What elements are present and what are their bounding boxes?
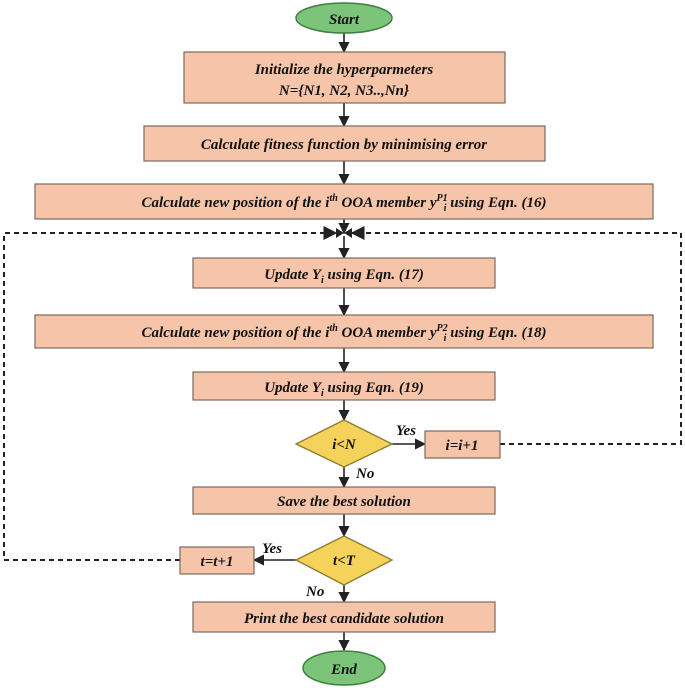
end-terminal: [302, 650, 386, 686]
pos2-label: Calculate new position of the ith OOA me…: [142, 323, 547, 344]
dashed-loop-t: [3, 226, 338, 561]
fitness-box: [143, 125, 546, 162]
decision-t-label: t<T: [333, 553, 356, 569]
update17-box: [192, 257, 496, 289]
decision-i-diamond: [294, 419, 394, 468]
save-label: Save the best solution: [277, 494, 411, 510]
init-box: [183, 51, 506, 104]
loop-junction: [336, 228, 352, 238]
end-label: End: [330, 662, 357, 678]
decision-t-yes-label: Yes: [262, 541, 282, 557]
init-line1: Initialize the hyperparmeters: [254, 62, 434, 78]
decision-i-no-label: No: [355, 466, 374, 482]
inc-i-box: [424, 430, 501, 459]
decision-i-yes-label: Yes: [396, 423, 416, 439]
print-box: [192, 601, 496, 633]
pos1-label: Calculate new position of the ith OOA me…: [142, 193, 547, 214]
decision-i-label: i<N: [332, 437, 357, 453]
inc-t-box: [179, 546, 255, 575]
print-label: Print the best candidate solution: [244, 611, 444, 627]
update17-label: Update Yi using Eqn. (17): [264, 267, 424, 286]
connectors: [3, 33, 682, 652]
fitness-label: Calculate fitness function by minimising…: [201, 137, 487, 153]
start-label: Start: [329, 12, 360, 28]
pos2-box: [34, 314, 654, 349]
decision-t-no-label: No: [305, 584, 324, 600]
start-terminal: [295, 2, 393, 34]
dashed-loop-i: [350, 226, 682, 445]
update19-label: Update Yi using Eqn. (19): [264, 380, 424, 399]
save-box: [192, 486, 496, 515]
init-line2: N={N1, N2, N3..,Nn}: [278, 83, 410, 99]
pos1-box: [34, 183, 654, 220]
inc-i-label: i=i+1: [446, 438, 479, 454]
decision-t-diamond: [294, 535, 394, 586]
inc-t-label: t=t+1: [201, 554, 234, 570]
update19-box: [192, 371, 496, 401]
